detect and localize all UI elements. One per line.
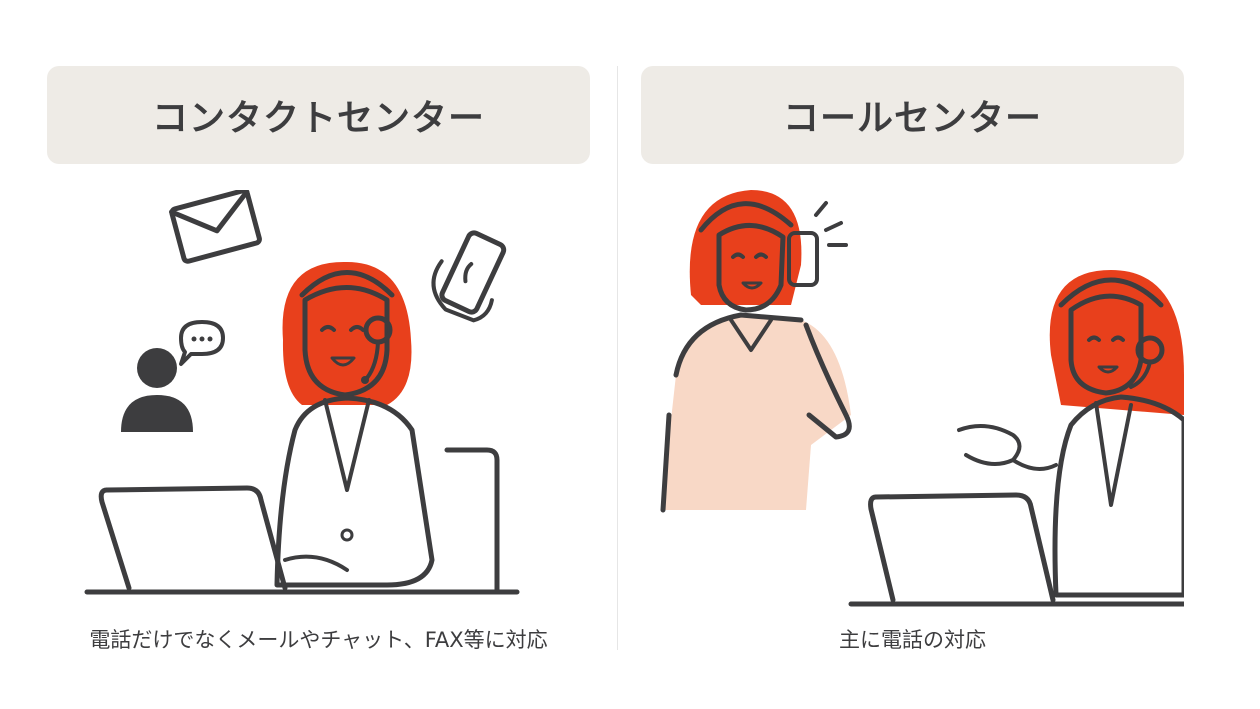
laptop-icon xyxy=(848,492,1184,607)
call-center-illustration xyxy=(660,190,1184,607)
smartphone-icon xyxy=(431,230,507,323)
contact-center-panel: コンタクトセンター xyxy=(47,66,590,164)
panel-divider xyxy=(617,66,618,650)
contact-center-illustration xyxy=(84,190,520,595)
call-center-caption: 主に電話の対応 xyxy=(839,628,986,652)
chat-user-icon xyxy=(121,320,225,432)
contact-center-caption: 電話だけでなくメールやチャット、FAX等に対応 xyxy=(89,628,548,652)
operator-woman xyxy=(274,261,435,588)
operator-woman xyxy=(957,270,1184,598)
call-center-header: コールセンター xyxy=(641,66,1184,164)
contact-center-title: コンタクトセンター xyxy=(151,98,485,139)
laptop-icon xyxy=(84,485,520,595)
contact-center-header: コンタクトセンター xyxy=(47,66,590,164)
call-center-title: コールセンター xyxy=(782,98,1042,139)
email-icon xyxy=(169,190,262,264)
caller-woman xyxy=(660,190,852,513)
call-center-panel: コールセンター xyxy=(641,66,1184,164)
